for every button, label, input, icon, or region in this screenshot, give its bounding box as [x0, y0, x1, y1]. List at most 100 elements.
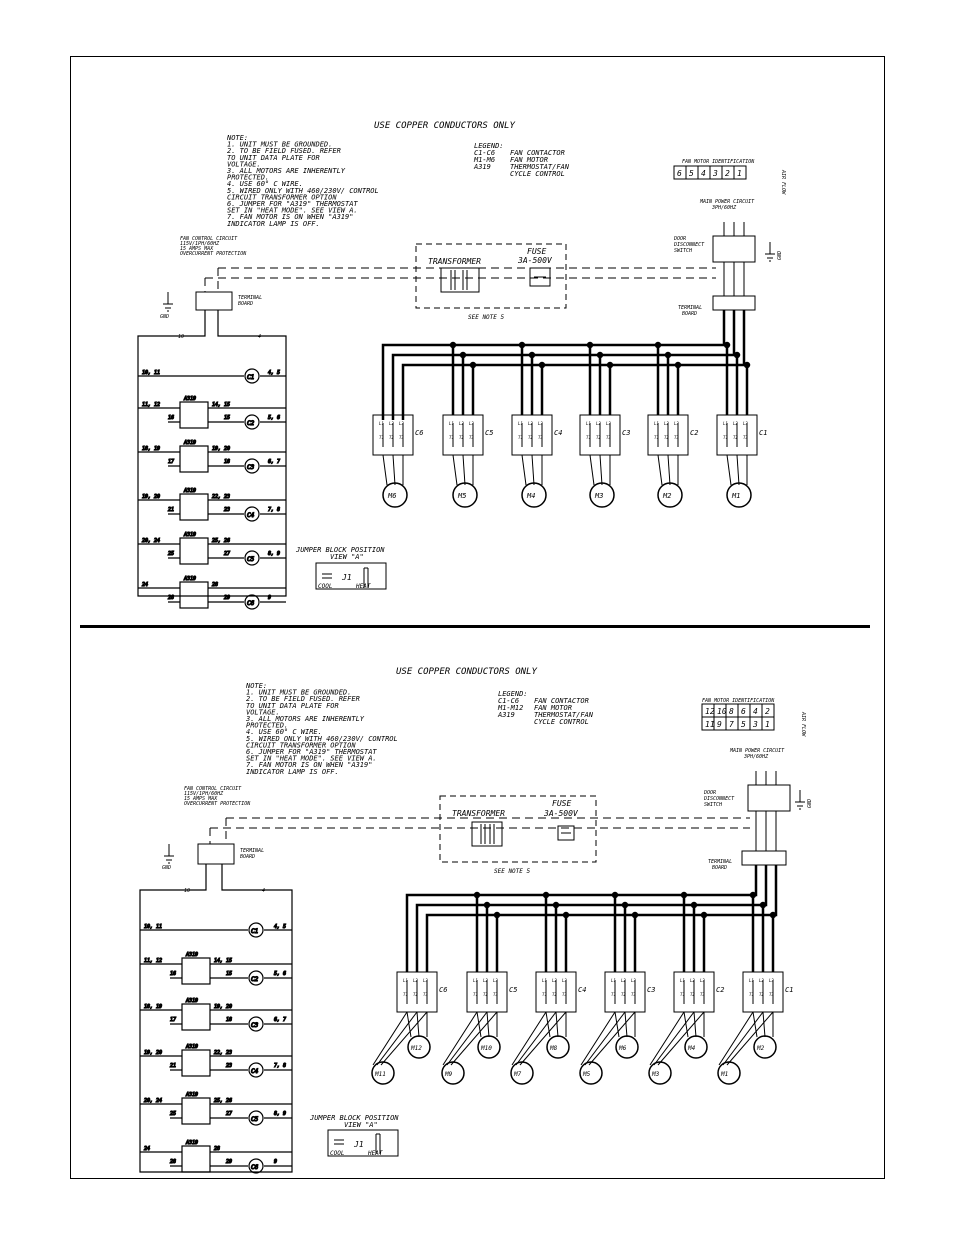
contactor-load-label: T1	[542, 992, 547, 997]
contactor-line-label: L2	[413, 978, 418, 983]
wire-label: 28	[214, 1146, 220, 1152]
transformer-label: TRANSFORMER	[452, 809, 505, 818]
contactor-load-label: T2	[483, 992, 488, 997]
contactor-line-label: L1	[473, 978, 478, 983]
fan-control-label-4: OVERCURRENT PROTECTION	[180, 251, 247, 257]
bus-junction	[674, 361, 682, 369]
motor-lead	[376, 1011, 418, 1066]
fan-control-label-3: 15 AMPS MAX	[184, 796, 218, 802]
motor-lead	[372, 1011, 408, 1066]
coil-symbol	[244, 594, 260, 610]
fan-id-number: 5	[689, 169, 694, 178]
contactor-line-label: L2	[759, 978, 764, 983]
main-power-title: MAIN POWER CIRCUIT	[699, 199, 755, 205]
motor-lead	[588, 1011, 636, 1066]
wire-label: 23	[226, 1063, 232, 1069]
bus-junction	[449, 341, 457, 349]
bus-junction	[538, 361, 546, 369]
thermostat-a319-box	[179, 581, 209, 609]
contactor-label: C6	[439, 986, 447, 994]
motor-lead	[657, 454, 663, 486]
air-flow-label: AIR FLOW	[800, 711, 806, 737]
contactor-line-label: L3	[562, 978, 567, 983]
fan-id-cell	[733, 165, 747, 180]
wire-label: 17	[170, 1017, 176, 1023]
wire-label: 27	[224, 551, 230, 557]
motor-lead	[726, 1011, 774, 1066]
contactor-load-label: T2	[528, 435, 533, 440]
control-wire-right: 4	[262, 888, 265, 894]
terminal-board-label-2: BOARD	[712, 865, 727, 871]
wire-label: 14, 15	[212, 402, 230, 408]
fan-motor-symbol	[589, 482, 615, 508]
motor-lead	[380, 1011, 428, 1066]
wire-label: 8, 9	[268, 551, 280, 557]
fan-id-number: 6	[677, 169, 682, 178]
disconnect-label-2: DISCONNECT	[703, 796, 735, 802]
motor-lead	[521, 454, 527, 486]
contactor-load-label: T3	[743, 435, 748, 440]
main-power-title: MAIN POWER CIRCUIT	[729, 748, 785, 754]
wire-label: 23	[224, 507, 230, 513]
coil-symbol	[248, 922, 264, 938]
motor-lead	[446, 1011, 488, 1066]
wire-label: 29	[226, 1159, 232, 1165]
jumper-j1: J1	[341, 573, 352, 582]
contactor-label: C3	[622, 429, 630, 437]
bus-junction	[493, 911, 501, 919]
note-line: TO UNIT DATA PLATE FOR	[227, 154, 320, 162]
fan-motor-symbol	[452, 482, 478, 508]
contactor-line-label: L1	[379, 421, 384, 426]
fan-motor-label: M12	[410, 1045, 422, 1052]
bus-junction	[743, 361, 751, 369]
thermostat-a319-box	[179, 401, 209, 429]
contactor-load-label: T3	[538, 435, 543, 440]
fan-control-label-1: FAN CONTROL CIRCUIT	[184, 786, 242, 792]
contactor-line-label: L3	[423, 978, 428, 983]
contactor-line-label: L1	[611, 978, 616, 983]
contactor-load-label: T1	[449, 435, 454, 440]
contactor-load-label: T3	[700, 992, 705, 997]
contactor-load-label: T2	[459, 435, 464, 440]
wire-label: 25, 26	[214, 1098, 232, 1104]
control-wire-left: 10	[184, 888, 190, 894]
bus-junction	[664, 351, 672, 359]
legend-title: LEGEND:	[474, 142, 504, 150]
gnd-label-right: GND	[807, 799, 813, 808]
bus-junction	[769, 911, 777, 919]
fan-motor-symbol	[717, 1061, 741, 1085]
legend-code: M1-M12	[497, 704, 523, 712]
legend-code: A319	[497, 711, 515, 719]
fuse-rating: 3A-500V	[517, 256, 553, 265]
thermostat-label: A319	[185, 1092, 198, 1098]
contactor-load-label: T1	[473, 992, 478, 997]
motor-lead	[599, 454, 603, 486]
contactor-load-label: T2	[389, 435, 394, 440]
contactor-line-label: L1	[403, 978, 408, 983]
contactor-line-label: L1	[518, 421, 523, 426]
contactor-line-label: L3	[743, 421, 748, 426]
wire-label: 11, 12	[142, 402, 160, 408]
wire-label: 9	[268, 595, 271, 601]
wire-label: 19, 20	[212, 446, 230, 452]
bus-junction	[596, 351, 604, 359]
motor-lead	[406, 1011, 412, 1038]
disconnect-label-3: SWITCH	[674, 248, 693, 254]
contactor-line-label: L3	[493, 978, 498, 983]
legend-code: A319	[473, 163, 491, 171]
see-note-label: SEE NOTE 5	[468, 314, 505, 321]
notes-title: NOTE:	[245, 682, 267, 690]
wire-label: 25	[170, 1111, 176, 1117]
wire-label: 18	[224, 459, 230, 465]
jumper-heat: HEAT	[355, 583, 371, 590]
contactor-load-label: T3	[674, 435, 679, 440]
motor-lead	[683, 1011, 689, 1038]
legend-desc: THERMOSTAT/FAN	[510, 163, 570, 171]
note-line: TO UNIT DATA PLATE FOR	[246, 702, 339, 710]
motor-lead	[624, 1011, 628, 1038]
legend-code: C1-C6	[498, 697, 519, 705]
coil-label: C5	[251, 1116, 259, 1123]
thermostat-label: A319	[185, 998, 198, 1004]
contactor-line-label: L2	[552, 978, 557, 983]
bus-junction	[690, 901, 698, 909]
